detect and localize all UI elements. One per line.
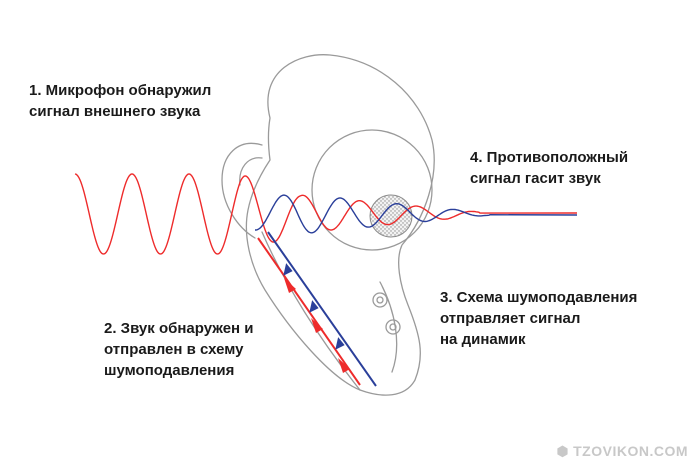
step2-label: 2. Звук обнаружен и отправлен в схему шу…: [104, 318, 254, 381]
signal-path-up: [267, 231, 377, 387]
earbud-fin: [221, 142, 263, 239]
red-signal-line: [257, 237, 361, 386]
blue-signal-line: [267, 231, 377, 387]
arrow-down-icon: [338, 358, 350, 373]
arrow-down-icon: [284, 278, 296, 293]
earbud-outline-icon: [221, 54, 435, 396]
signal-path-down: [257, 237, 361, 386]
step1-label: 1. Микрофон обнаружил сигнал внешнего зв…: [29, 80, 211, 122]
external-sound-wave: [74, 173, 578, 255]
step2-line3: шумоподавления: [104, 362, 235, 379]
step4-line1: 4. Противоположный: [470, 149, 629, 166]
mic-hole-top: [372, 292, 388, 308]
mic-hole-bottom: [385, 319, 401, 335]
step2-line2: отправлен в схему: [104, 341, 244, 358]
watermark-text: TZOVIKON.COM: [573, 443, 688, 459]
step3-line3: на динамик: [440, 331, 526, 348]
watermark: ⬢TZOVIKON.COM: [556, 443, 688, 460]
step3-line1: 3. Схема шумоподавления: [440, 289, 638, 306]
earbud-stem: [261, 231, 361, 391]
step3-label: 3. Схема шумоподавления отправляет сигна…: [440, 287, 637, 350]
shield-icon: ⬢: [556, 443, 570, 459]
earbud-shell: [245, 54, 435, 396]
step1-line1: 1. Микрофон обнаружил: [29, 82, 212, 99]
inverse-sound-wave: [255, 194, 578, 234]
arrow-up-icon: [309, 300, 319, 313]
step2-line1: 2. Звук обнаружен и: [104, 320, 254, 337]
ear-tip: [311, 129, 433, 251]
step1-line2: сигнал внешнего звука: [29, 103, 201, 120]
step4-line2: сигнал гасит звук: [470, 170, 601, 187]
arrow-up-icon: [335, 337, 345, 350]
step3-line2: отправляет сигнал: [440, 310, 581, 327]
arrow-down-icon: [311, 318, 323, 333]
step4-label: 4. Противоположный сигнал гасит звук: [470, 147, 628, 189]
arrow-up-icon: [283, 263, 293, 276]
